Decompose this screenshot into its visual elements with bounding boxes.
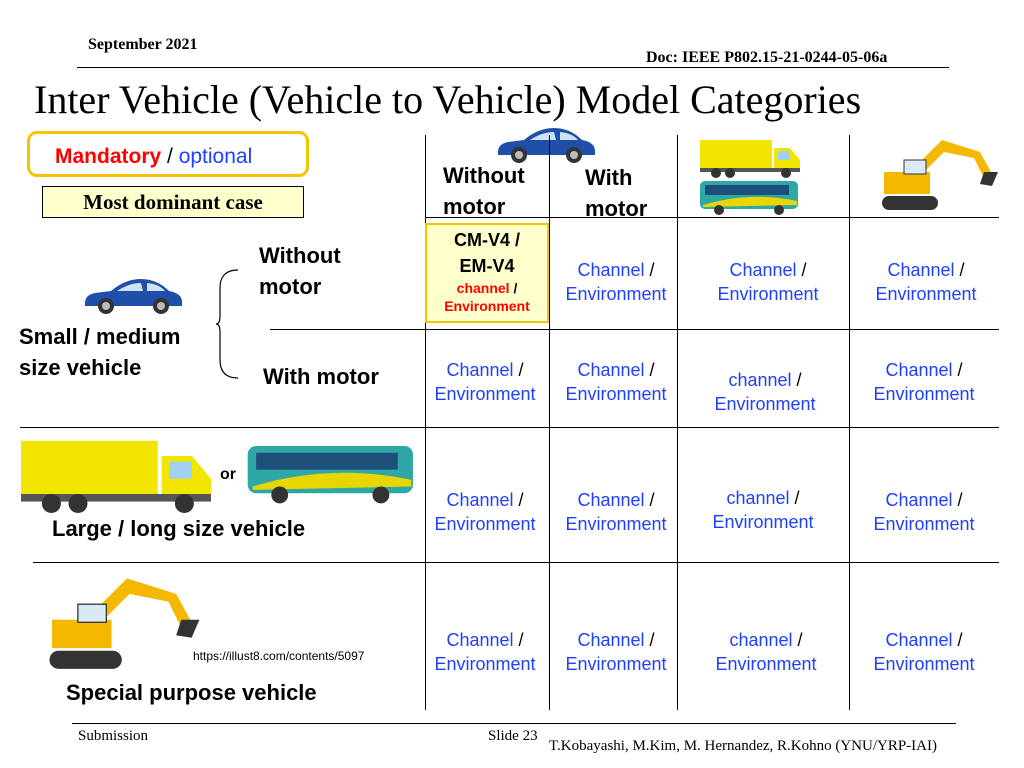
grid-line [849, 135, 850, 710]
excavator-icon [49, 578, 200, 669]
legend-separator: / [161, 145, 179, 168]
brace-icon [215, 269, 239, 379]
model-cell: Channel /Environment [875, 260, 977, 304]
grid-line [270, 329, 999, 330]
model-cell: channel /Environment [714, 370, 816, 414]
row-label-with-motor: With motor [263, 364, 379, 389]
sedan-car-icon [498, 128, 595, 163]
legend-optional: optional [178, 145, 253, 168]
bus-icon [247, 446, 413, 504]
model-cell: Channel /Environment [717, 260, 819, 304]
model-cell: Channel /Environment [565, 360, 667, 404]
header-doc-id: Doc: IEEE P802.15-21-0244-05-06a [646, 49, 888, 66]
model-cell: Channel /Environment [434, 360, 536, 404]
excavator-icon [882, 140, 998, 210]
model-cell: Channel /Environment [434, 490, 536, 534]
model-cell: Channel /Environment [434, 630, 536, 674]
model-cell: channel /Environment [715, 630, 817, 674]
footer-slide-number: Slide 23 [488, 728, 538, 744]
source-url: https://illust8.com/contents/5097 [193, 649, 365, 663]
column-header-without-motor: Without motor [443, 163, 525, 219]
most-dominant-label: Most dominant case [42, 186, 304, 218]
mandatory-cell-highlight [425, 223, 549, 323]
header-date: September 2021 [88, 36, 198, 53]
model-cell: Channel /Environment [565, 260, 667, 304]
row-label-small-medium: Small / medium size vehicle [19, 324, 181, 380]
model-cell: Channel /Environment [565, 490, 667, 534]
legend-mandatory: Mandatory [55, 145, 162, 168]
truck-icon [21, 440, 211, 513]
footer-divider [72, 723, 956, 724]
model-cell: Channel /Environment [873, 360, 975, 404]
header-divider [77, 67, 949, 68]
legend-box [27, 131, 309, 177]
row-label-without-motor: Without motor [259, 243, 341, 299]
bus-icon [700, 181, 798, 215]
grid-line [20, 427, 999, 428]
model-cell: Channel /Environment [873, 490, 975, 534]
grid-line [425, 217, 999, 218]
truck-icon [700, 140, 800, 178]
grid-line [549, 135, 550, 710]
grid-line [33, 562, 999, 563]
mandatory-cell: CM-V4 / EM-V4 channel / Environment [444, 230, 530, 314]
model-cell: Channel /Environment [565, 630, 667, 674]
row-label-large-long: Large / long size vehicle [52, 516, 306, 541]
footer-authors: T.Kobayashi, M.Kim, M. Hernandez, R.Kohn… [549, 738, 937, 754]
grid-line [677, 135, 678, 710]
sedan-car-icon [85, 279, 182, 314]
column-header-with-motor: With motor [585, 165, 648, 221]
model-cell: Channel /Environment [873, 630, 975, 674]
grid-line [425, 135, 426, 710]
or-label: or [220, 466, 236, 483]
footer-submission: Submission [78, 728, 149, 744]
model-cell: channel /Environment [712, 488, 814, 532]
page-title: Inter Vehicle (Vehicle to Vehicle) Model… [34, 77, 862, 122]
row-label-special-purpose: Special purpose vehicle [66, 680, 317, 705]
legend: Mandatory / optional [55, 145, 252, 169]
